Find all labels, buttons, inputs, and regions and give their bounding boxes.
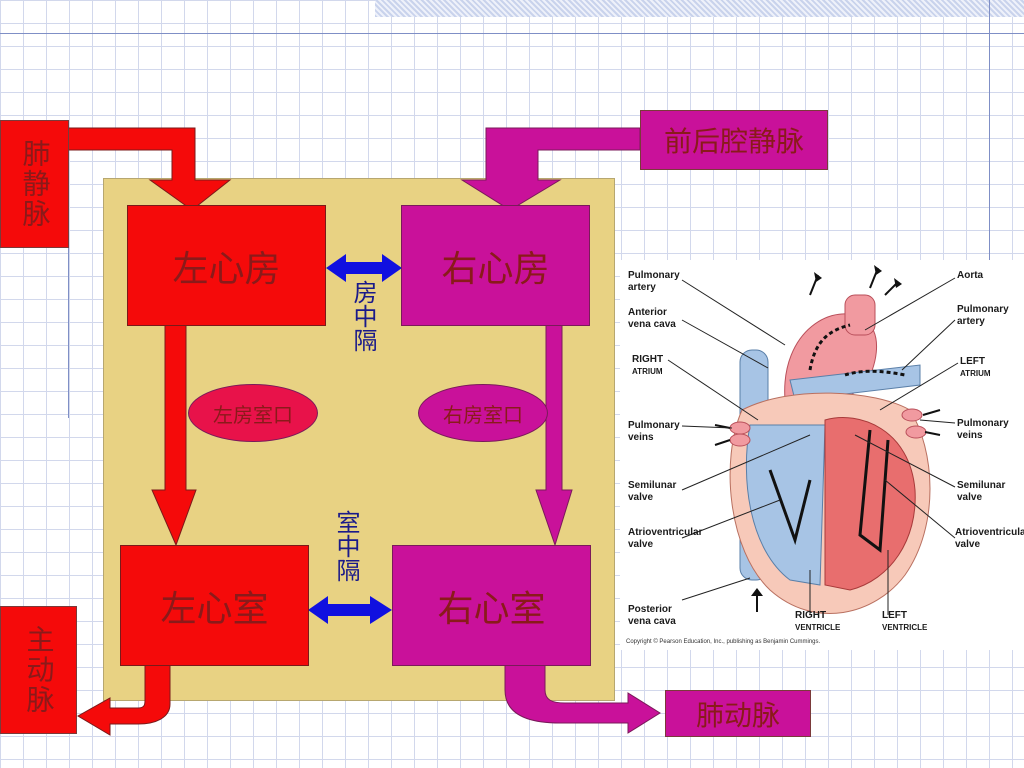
label-aorta: Aorta [957, 270, 984, 281]
heart-anatomy-illustration: Pulmonary artery Anterior vena cava RIGH… [626, 265, 1024, 645]
label-pulmonary-veins-right: Pulmonary [957, 418, 1009, 429]
right-ventricle-box: 右心室 [392, 545, 591, 666]
right-atrium-box: 右心房 [401, 205, 590, 326]
label-right-ventricle: RIGHT [795, 610, 826, 621]
svg-text:ATRIUM: ATRIUM [632, 367, 663, 376]
left-av-orifice-label: 左房室口 [213, 402, 293, 427]
left-atrium-box: 左心房 [127, 205, 326, 326]
label-av-valve-left: Atrioventricular [628, 527, 703, 538]
svg-text:ATRIUM: ATRIUM [960, 369, 991, 378]
right-av-arrow [535, 323, 573, 547]
label-right-atrium: RIGHT [632, 354, 663, 365]
svg-text:VENTRICLE: VENTRICLE [795, 623, 841, 632]
svg-text:vena cava: vena cava [628, 319, 676, 330]
label-left-ventricle: LEFT [882, 610, 907, 621]
label-anterior-vena-cava: Anterior [628, 307, 667, 318]
label-posterior-vena-cava: Posterior [628, 604, 672, 615]
heart-anatomy-figure: Pulmonary artery Anterior vena cava RIGH… [620, 260, 1024, 650]
right-av-orifice-label: 右房室口 [443, 402, 523, 427]
ventricular-septum-label: 室中隔 [332, 510, 360, 582]
ventricular-septum-double-arrow [308, 596, 392, 624]
label-av-valve-right: Atrioventricular [955, 527, 1024, 538]
guide-line [0, 33, 1024, 34]
svg-text:artery: artery [957, 316, 985, 327]
svg-text:valve: valve [957, 492, 982, 503]
atrial-septum-label: 房中隔 [349, 280, 377, 352]
label-pulmonary-artery-right: Pulmonary [957, 304, 1009, 315]
atrial-septum-double-arrow [326, 254, 402, 282]
left-av-orifice: 左房室口 [188, 384, 318, 442]
svg-text:artery: artery [628, 282, 656, 293]
right-ventricle-label: 右心室 [437, 588, 546, 630]
label-semilunar-valve-right: Semilunar [957, 480, 1005, 491]
copyright-text: Copyright © Pearson Education, Inc., pub… [626, 638, 821, 645]
left-av-arrow [151, 323, 197, 547]
right-atrium-label: 右心房 [441, 248, 550, 290]
vena-cava-label: 前后腔静脉 [640, 110, 828, 170]
pulmonary-artery-label: 肺动脉 [665, 690, 811, 737]
right-av-orifice: 右房室口 [418, 384, 548, 442]
left-ventricle-label: 左心室 [160, 588, 269, 630]
svg-text:valve: valve [628, 492, 653, 503]
label-pulmonary-veins-left: Pulmonary [628, 420, 680, 431]
guide-line [68, 140, 69, 418]
header-band [375, 0, 1024, 17]
left-atrium-label: 左心房 [172, 248, 281, 290]
label-pulmonary-artery-left: Pulmonary [628, 270, 680, 281]
aorta-arrow [77, 663, 171, 736]
svg-text:VENTRICLE: VENTRICLE [882, 623, 928, 632]
label-semilunar-valve-left: Semilunar [628, 480, 676, 491]
svg-text:veins: veins [957, 430, 983, 441]
aorta-label: 主动脉 [0, 606, 77, 734]
svg-text:vena cava: vena cava [628, 616, 676, 627]
pulmonary-artery-arrow [504, 663, 661, 734]
pulmonary-vein-label: 肺静脉 [0, 120, 69, 248]
svg-text:valve: valve [955, 539, 980, 550]
left-ventricle-box: 左心室 [120, 545, 309, 666]
pulmonary-vein-arrow [67, 127, 232, 211]
svg-text:valve: valve [628, 539, 653, 550]
guide-line [989, 0, 990, 262]
vena-cava-arrow [460, 127, 641, 211]
label-left-atrium: LEFT [960, 356, 985, 367]
svg-text:veins: veins [628, 432, 654, 443]
